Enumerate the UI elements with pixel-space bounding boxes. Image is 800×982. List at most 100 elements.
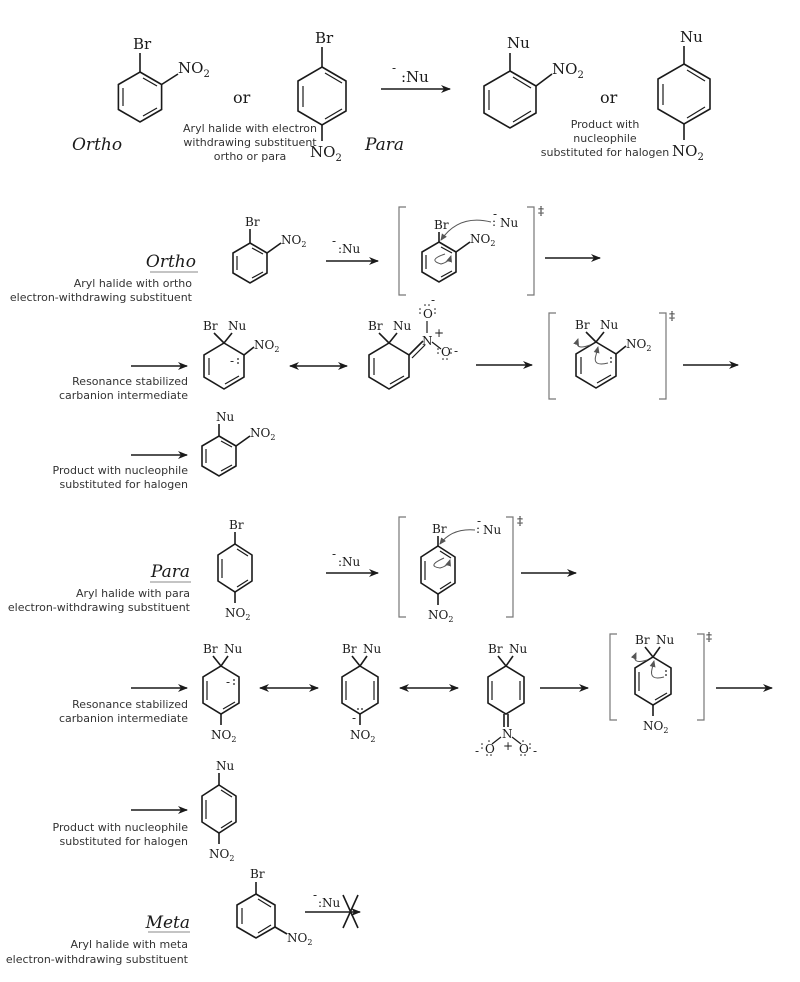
atom-o: O	[519, 742, 529, 756]
atom-nu: Nu	[363, 642, 382, 656]
curly-arrow-reform	[649, 660, 665, 679]
nucleophile: Nu	[483, 523, 502, 537]
para-intermediate-caption-line2: carbanion intermediate	[59, 712, 188, 725]
no-reaction-cross-icon	[342, 894, 359, 929]
molecule-ortho-final-product: Nu NO2	[201, 410, 275, 477]
atom-nu: Nu	[680, 28, 703, 46]
atom-n: N	[422, 334, 433, 348]
group-no2: NO2	[626, 337, 651, 353]
atom-br: Br	[342, 642, 357, 656]
ortho-intermediate-caption-line1: Resonance stabilized	[72, 375, 188, 388]
n-charge: +	[503, 739, 513, 753]
molecule-para-reactant: Br NO2	[217, 518, 253, 622]
atom-br: Br	[250, 867, 265, 881]
atom-nu: Nu	[228, 319, 247, 333]
product-caption-line1: Product with	[571, 118, 640, 131]
group-no2: NO2	[470, 232, 495, 248]
group-no2: NO2	[211, 728, 236, 744]
reactant-caption-line3: ortho or para	[214, 150, 287, 163]
para-product-caption-line1: Product with nucleophile	[53, 821, 189, 834]
reactant-caption-line1: Aryl halide with electron	[183, 122, 317, 135]
curly-arrow-leaving	[630, 652, 648, 662]
molecule-ortho-reactant: Br NO2	[232, 215, 306, 284]
reagent-nucleophile: :Nu	[401, 68, 429, 86]
atom-nu: Nu	[216, 759, 235, 773]
para-caption-line1: Aryl halide with para	[76, 587, 190, 600]
molecule-ortho-carbanion-2: Br Nu N + O - O -	[368, 293, 458, 390]
group-no2: NO2	[350, 728, 375, 744]
ortho-caption-line1: Aryl halide with ortho	[74, 277, 193, 290]
transition-state-bracket: ‡	[609, 630, 712, 721]
molecule-ortho-carbanion-1: Br Nu NO2 -	[203, 319, 279, 390]
label-ortho: Ortho	[72, 135, 122, 155]
molecule-para-product: Nu NO2	[657, 28, 711, 163]
nucleophile: Nu	[500, 216, 519, 230]
double-dagger: ‡	[517, 514, 523, 528]
curly-arrow-attack	[439, 529, 476, 545]
molecule-ortho-bromonitrobenzene: Br NO2	[117, 35, 210, 123]
meta-section: Meta Aryl halide with meta electron-with…	[6, 867, 361, 966]
para-product-caption-line2: substituted for halogen	[60, 835, 188, 848]
reagent-charge: -	[332, 234, 336, 248]
o-charge: -	[475, 744, 479, 758]
molecule-para-bromonitrobenzene: Br NO2	[297, 29, 347, 164]
molecule-para-elimination: Br Nu NO2	[630, 633, 675, 735]
label-or: or	[233, 88, 251, 107]
group-no2: NO2	[672, 142, 704, 163]
o-charge: -	[454, 344, 458, 358]
atom-br: Br	[203, 319, 218, 333]
reagent-nucleophile: :Nu	[338, 555, 361, 569]
o-charge: -	[431, 293, 435, 307]
transition-state-bracket: ‡	[548, 309, 675, 400]
atom-br: Br	[432, 522, 447, 536]
group-no2: NO2	[250, 426, 275, 442]
ortho-product-caption-line2: substituted for halogen	[60, 478, 188, 491]
molecule-ortho-attack: Br NO2 Nu : -	[421, 207, 519, 283]
group-no2: NO2	[178, 59, 210, 80]
ortho-product-caption-line1: Product with nucleophile	[53, 464, 189, 477]
atom-br: Br	[434, 218, 449, 232]
product-caption-line2: nucleophile	[573, 132, 637, 145]
para-mechanism-section: Para Aryl halide with para electron-with…	[8, 514, 773, 863]
atom-br: Br	[245, 215, 260, 229]
reagent-charge: -	[392, 61, 396, 75]
atom-br: Br	[368, 319, 383, 333]
heading-para: Para	[150, 562, 190, 582]
double-dagger: ‡	[538, 204, 544, 218]
reagent-nucleophile: :Nu	[318, 896, 341, 910]
o-charge: -	[533, 744, 537, 758]
curly-arrow-reform	[593, 346, 609, 365]
group-no2: NO2	[225, 606, 250, 622]
heading-ortho: Ortho	[146, 252, 196, 272]
para-intermediate-caption-line1: Resonance stabilized	[72, 698, 188, 711]
atom-br: Br	[133, 35, 152, 53]
carbanion-charge: -	[352, 711, 356, 725]
atom-br: Br	[229, 518, 244, 532]
reactant-caption-line2: withdrawing substituent	[183, 136, 317, 149]
reagent-nucleophile: :Nu	[338, 242, 361, 256]
atom-o: O	[441, 345, 451, 359]
atom-nu: Nu	[600, 318, 619, 332]
molecule-ortho-product: Nu NO2	[483, 34, 584, 129]
label-or: or	[600, 88, 618, 107]
group-no2: NO2	[310, 143, 342, 164]
atom-br: Br	[635, 633, 650, 647]
molecule-para-final-product: Nu NO2	[201, 759, 237, 863]
n-charge: +	[434, 326, 444, 340]
group-no2: NO2	[643, 719, 668, 735]
curly-arrow-ring	[434, 253, 452, 265]
curly-arrow-attack	[440, 219, 492, 241]
molecule-para-carbanion-3: Br Nu N + O O - -	[475, 642, 537, 758]
heading-meta: Meta	[145, 913, 190, 933]
meta-caption-line1: Aryl halide with meta	[70, 938, 188, 951]
molecule-meta-reactant: Br NO2	[236, 867, 312, 947]
group-no2: NO2	[287, 931, 312, 947]
atom-o: O	[485, 742, 495, 756]
atom-nu: Nu	[216, 410, 235, 424]
atom-nu: Nu	[656, 633, 675, 647]
reagent-charge: -	[313, 888, 317, 902]
atom-nu: Nu	[393, 319, 412, 333]
ortho-intermediate-caption-line2: carbanion intermediate	[59, 389, 188, 402]
group-no2: NO2	[428, 608, 453, 624]
